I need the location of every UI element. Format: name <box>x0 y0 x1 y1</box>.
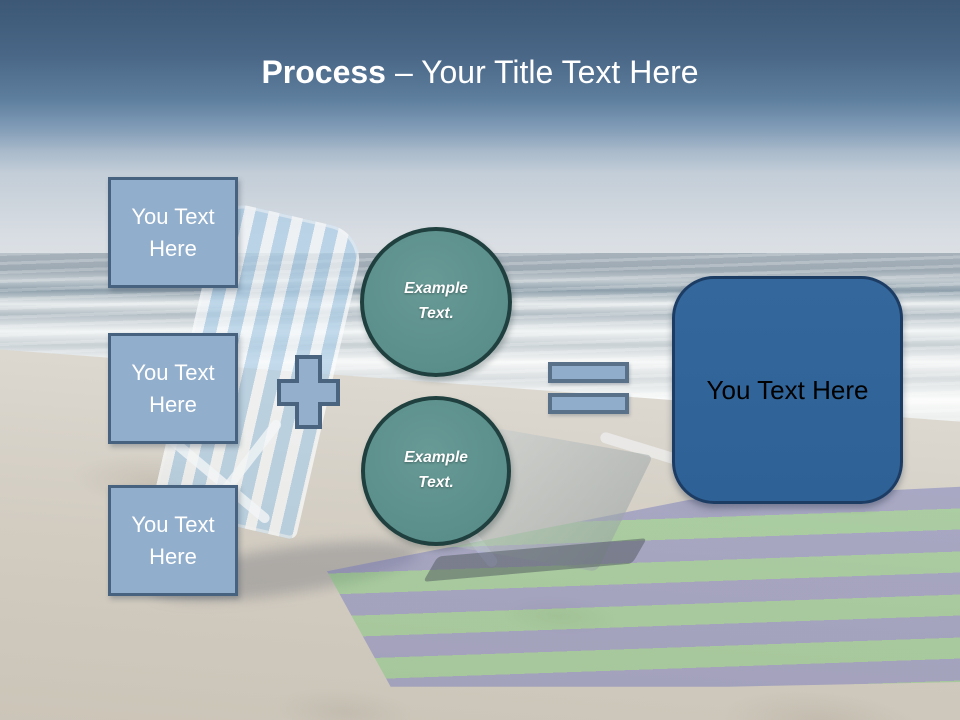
input-box-1[interactable]: You Text Here <box>108 177 238 288</box>
step-circle-1[interactable]: Example Text. <box>360 227 512 377</box>
equals-icon <box>548 362 629 383</box>
result-box[interactable]: You Text Here <box>672 276 903 504</box>
input-box-2[interactable]: You Text Here <box>108 333 238 444</box>
slide-title-emphasis: Process <box>261 54 386 90</box>
input-box-3[interactable]: You Text Here <box>108 485 238 596</box>
plus-icon <box>277 355 340 429</box>
result-box-label: You Text Here <box>706 374 869 405</box>
input-box-2-label: You Text Here <box>131 359 215 417</box>
slide-title[interactable]: Process– Your Title Text Here <box>0 52 960 92</box>
step-circle-2-label: Example Text. <box>404 449 468 491</box>
header-gradient-band <box>0 0 960 190</box>
input-box-3-label: You Text Here <box>131 511 215 569</box>
step-circle-1-label: Example Text. <box>404 280 468 322</box>
input-box-1-label: You Text Here <box>131 203 215 261</box>
equals-icon <box>548 393 629 414</box>
step-circle-2[interactable]: Example Text. <box>361 396 511 546</box>
slide-title-rest: – Your Title Text Here <box>394 54 699 90</box>
